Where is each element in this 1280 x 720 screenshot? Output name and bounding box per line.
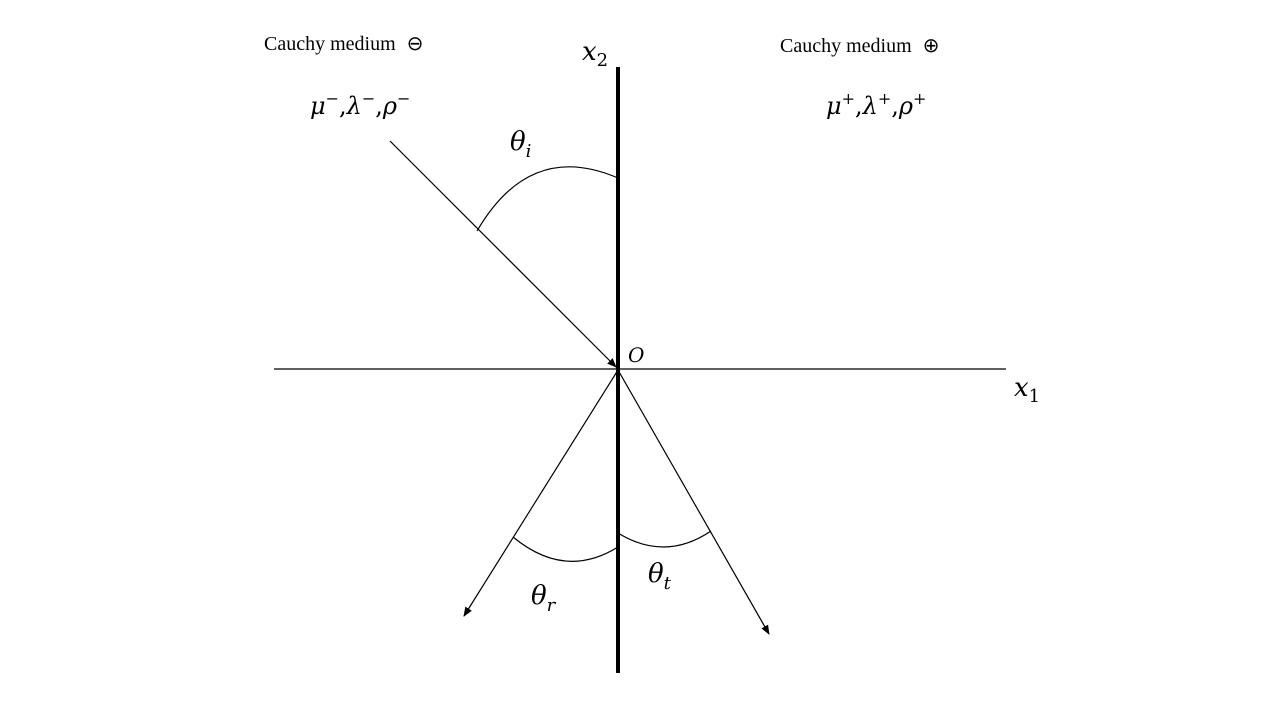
left-medium-params: μ−,λ−,ρ− [310, 89, 410, 120]
left-medium-label: Cauchy medium ⊖ [264, 31, 423, 55]
minus-circle-icon: ⊖ [407, 31, 424, 55]
x2-axis-label: x2 [582, 37, 608, 71]
incident-angle-arc [476, 166, 619, 232]
plus-circle-icon: ⊕ [923, 33, 940, 57]
origin-label: O [628, 343, 644, 367]
incident-angle-label: θi [510, 127, 531, 162]
reflected-ray [463, 369, 619, 617]
reflected-angle-label: θr [531, 581, 557, 616]
transmitted-ray [617, 369, 770, 635]
right-medium-params: μ+,λ+,ρ+ [826, 89, 926, 120]
right-medium-label: Cauchy medium ⊕ [780, 33, 939, 57]
transmitted-angle-label: θt [648, 559, 672, 594]
x1-axis-label: x1 [1014, 373, 1040, 407]
reflected-angle-arc [512, 536, 619, 562]
incident-ray [389, 140, 617, 368]
transmitted-angle-arc [617, 530, 712, 548]
